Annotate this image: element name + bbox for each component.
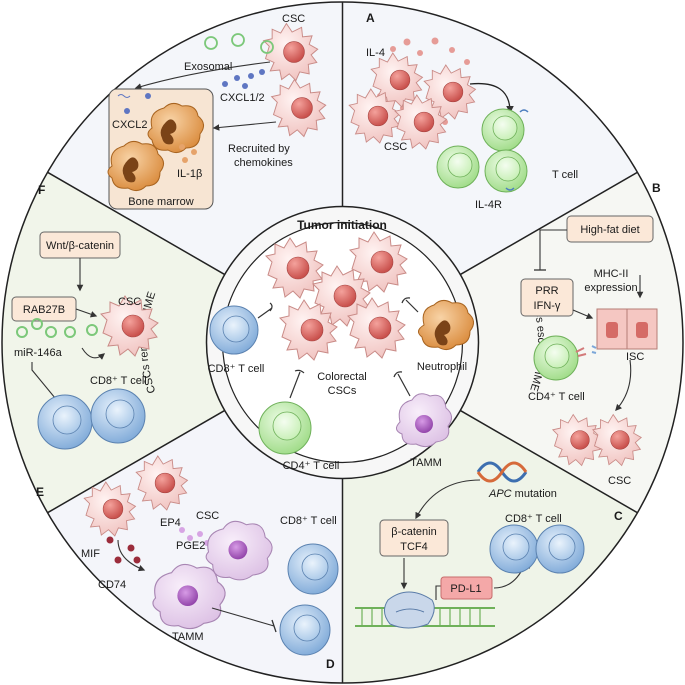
neutrophil-label: Neutrophil — [417, 361, 467, 373]
arrow — [469, 82, 514, 114]
b-csc-label: CSC — [608, 475, 631, 487]
f-recruit-label-2: chemokines — [234, 157, 293, 169]
d-tamm-label: TAMM — [172, 631, 204, 643]
colorectal-label-2: CSCs — [328, 385, 357, 397]
section-letter-f: F — [38, 183, 45, 197]
a-il4-label: IL-4 — [366, 47, 385, 59]
f-il1b-label: IL-1β — [177, 168, 202, 180]
a-csc-label: CSC — [384, 141, 407, 153]
tamm-cell — [152, 563, 226, 630]
pdl1-box — [440, 576, 493, 600]
center-tamm-label: TAMM — [410, 457, 442, 469]
section-letter-b: B — [652, 181, 661, 195]
dna-icon — [476, 461, 528, 483]
f-recruit-label-1: Recruited by — [228, 143, 290, 155]
t-cell-green — [436, 108, 528, 193]
polymerase-icon — [384, 591, 435, 629]
section-letter-c: C — [614, 509, 623, 523]
b-high-fat-label: High-fat diet — [580, 224, 639, 236]
d-csc-label: CSC — [196, 510, 219, 522]
c-tcf4-label: TCF4 — [400, 541, 428, 553]
cd4-t-cell-green — [258, 401, 312, 455]
f-cxcl12-label: CXCL1/2 — [220, 92, 265, 104]
isc-epithelium — [596, 308, 658, 350]
d-cd74-label: CD74 — [98, 579, 126, 591]
bcat-tcf4-box — [379, 519, 449, 557]
a-tcell-label: T cell — [552, 169, 578, 181]
c-cd8-label: CD8⁺ T cell — [505, 513, 562, 525]
tamm-cell — [205, 520, 273, 581]
colorectal-label-1: Colorectal — [317, 371, 367, 383]
cd4-t-cell-green — [533, 335, 579, 381]
e-wnt-label: Wnt/β-catenin — [46, 240, 114, 252]
tamm-cell — [396, 393, 452, 448]
cd8-t-cell-blue — [279, 543, 339, 656]
prr-box — [520, 278, 574, 317]
f-cxcl2-label: CXCL2 — [112, 119, 147, 131]
e-cd8-label: CD8⁺ T cell — [90, 375, 147, 387]
b-prr-label: PRR — [535, 285, 558, 297]
f-bone-marrow-label: Bone marrow — [128, 196, 193, 208]
section-letter-e: E — [36, 485, 44, 499]
b-mhc-label-2: expression — [584, 282, 637, 294]
d-ep4-label: EP4 — [160, 517, 181, 529]
b-isc-label: ISC — [626, 351, 644, 363]
section-letter-d: D — [326, 657, 335, 671]
center-cd4-label: CD4⁺ T cell — [283, 460, 340, 472]
d-mif-label: MIF — [81, 548, 100, 560]
c-apc-label: APC mutation — [488, 488, 557, 500]
c-bcat-label: β-catenin — [391, 526, 436, 538]
d-pge2-label: PGE2 — [176, 540, 205, 552]
receptor — [257, 307, 273, 319]
b-ifn-label: IFN-γ — [534, 300, 561, 312]
a-il4r-label: IL-4R — [475, 199, 502, 211]
f-exosomal-label: Exosomal — [184, 61, 232, 73]
cd8-t-cell-blue — [489, 524, 585, 574]
e-csc-label: CSC — [118, 296, 141, 308]
b-mhc-label-1: MHC-II — [594, 268, 629, 280]
center-cd8-label: CD8⁺ T cell — [208, 363, 265, 375]
cd8-t-cell-blue — [37, 388, 146, 450]
neutrophil-cell — [107, 102, 204, 192]
b-cd4-label: CD4⁺ T cell — [528, 391, 585, 403]
f-csc-label: CSC — [282, 13, 305, 25]
exosome-vesicles — [16, 318, 98, 338]
d-cd8-label: CD8⁺ T cell — [280, 515, 337, 527]
e-rab27b-label: RAB27B — [23, 304, 65, 316]
c-pdl1-label: PD-L1 — [450, 583, 481, 595]
high-fat-box — [566, 215, 654, 243]
section-letter-a: A — [366, 11, 375, 25]
chemokine-dots — [222, 69, 265, 89]
neutrophil-cell — [418, 299, 474, 351]
mif-dots — [106, 536, 141, 564]
exosome-vesicles — [204, 33, 274, 54]
center-title: Tumor initiation — [297, 218, 387, 232]
cd8-t-cell-blue — [209, 305, 259, 355]
e-mir-label: miR-146a — [14, 347, 63, 359]
